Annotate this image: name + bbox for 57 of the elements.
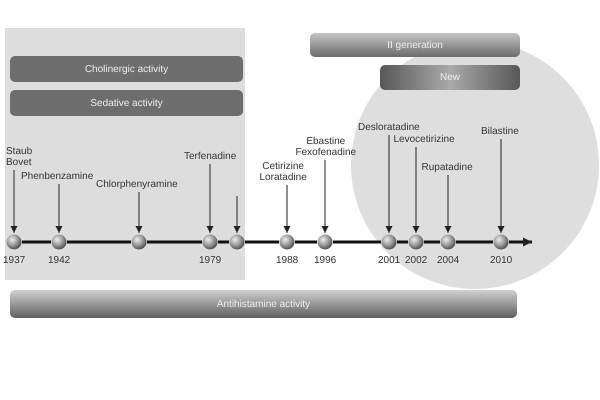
timeline-dot [279,234,295,250]
timeline-line [509,238,532,246]
timeline-dot [493,234,509,250]
activity-bar: Antihistamine activity [10,290,517,318]
timeline-line [456,240,493,244]
arrow [444,174,452,234]
timeline-dot [408,234,424,250]
timeline-label: Chlorphenyramine [96,179,178,190]
arrow [10,170,18,234]
arrow [412,146,420,234]
timeline-line [245,240,279,244]
timeline-dot [381,234,397,250]
year-label: 2010 [490,255,512,266]
timeline-label: Desloratadine [358,122,420,133]
timeline-line [333,240,381,244]
arrow [498,138,504,234]
timeline-line [397,240,408,244]
timeline-dot [6,234,22,250]
activity-bar: Cholinergic activity [10,56,243,82]
generation-bar: New [380,65,520,90]
year-label: 1979 [199,255,222,266]
timeline-dot [51,234,67,250]
timeline-label: Levocetirizine [394,134,455,145]
year-label: 1996 [314,255,336,266]
year-label: 1942 [48,255,70,266]
timeline-line [147,240,202,244]
year-label: 2004 [437,255,460,266]
timeline-label: Terfenadine [184,151,236,162]
timeline-label: Rupatadine [422,162,473,173]
timeline-line [424,240,440,244]
timeline-label: Phenbenzamine [21,171,94,182]
arrow [56,184,62,234]
timeline-label: Bilastine [481,126,519,137]
timeline-line [295,240,317,244]
arrow [322,160,328,234]
arrow [386,134,392,234]
timeline-label: Cetirizine Loratadine [260,161,307,183]
timeline-dot [202,234,218,250]
timeline-dot [440,234,456,250]
year-label: 1937 [3,255,26,266]
arrow [234,196,240,234]
year-label: 1988 [276,255,298,266]
timeline-line [67,240,131,244]
year-label: 2001 [378,255,400,266]
timeline-dot [131,234,147,250]
arrow [284,184,290,234]
timeline-label: Ebastine Fexofenadine [296,136,356,158]
timeline-line [218,240,229,244]
generation-bar: II generation [310,33,520,57]
timeline-dot [317,234,333,250]
arrow [136,192,142,234]
activity-bar: Sedative activity [10,90,243,116]
arrow [206,164,214,234]
timeline-dot [229,234,245,250]
timeline-line [22,240,51,244]
year-label: 2002 [405,255,428,266]
timeline-label: Staub Bovet [6,146,32,168]
